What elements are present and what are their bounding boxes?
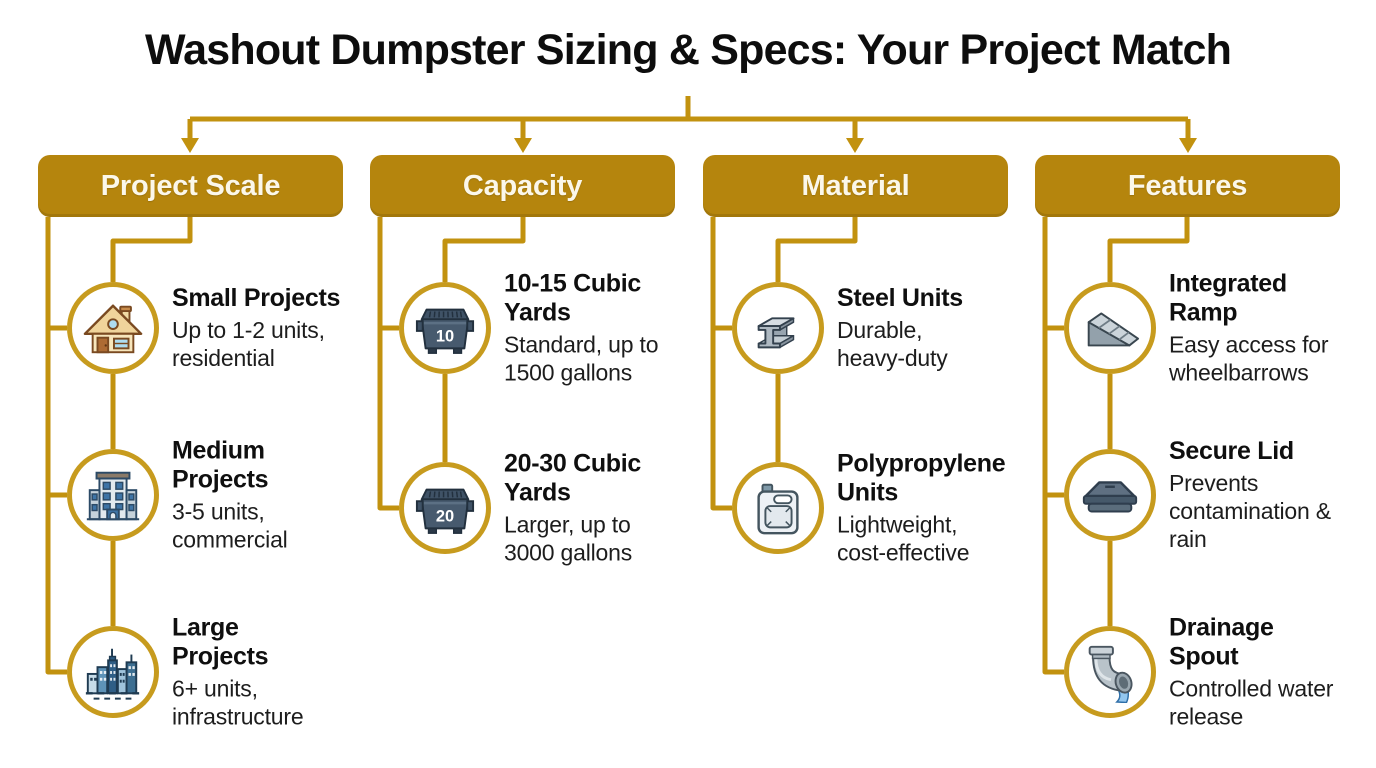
item-icon-circle: 20 <box>399 462 491 554</box>
top-tree-connector <box>187 96 1191 140</box>
list-item: Steel Units Durable, heavy-duty <box>837 284 1039 372</box>
item-title: Polypropylene Units <box>837 449 1006 507</box>
list-item: 20-30 Cubic Yards Larger, up to 3000 gal… <box>504 450 706 567</box>
col4-connector <box>1042 217 1190 675</box>
list-item: Small Projects Up to 1-2 units, resident… <box>172 284 374 372</box>
item-icon-circle <box>67 282 159 374</box>
category-label: Features <box>1127 169 1248 202</box>
jerry-can-icon <box>757 483 799 535</box>
item-title: Small Projects <box>172 284 341 312</box>
list-item: Drainage Spout Controlled water release <box>1169 614 1371 731</box>
item-desc: Controlled water release <box>1169 675 1334 730</box>
item-desc: Larger, up to 3000 gallons <box>504 511 633 566</box>
dumpster-size-label: 20 <box>436 508 454 526</box>
category-header-features: Features <box>1035 155 1340 217</box>
drainage-spout-icon <box>1088 645 1133 703</box>
arrow-down-icon <box>1179 138 1197 153</box>
category-label: Material <box>801 169 910 202</box>
list-item: Large Projects 6+ units, infrastructure <box>172 614 374 731</box>
category-header-material: Material <box>703 155 1008 217</box>
item-title: Steel Units <box>837 284 963 312</box>
col2-connector <box>377 217 526 511</box>
col3-connector <box>710 217 858 511</box>
item-desc: 6+ units, infrastructure <box>172 675 304 730</box>
item-icon-circle: 10 <box>399 282 491 374</box>
category-label: Project Scale <box>100 169 281 202</box>
item-desc: Standard, up to 1500 gallons <box>504 331 659 386</box>
arrow-down-icon <box>846 138 864 153</box>
city-skyline-icon <box>85 648 141 700</box>
dumpster-10-icon: 10 <box>415 308 475 354</box>
page-title: Washout Dumpster Sizing & Specs: Your Pr… <box>144 26 1232 74</box>
item-desc: Lightweight, cost-effective <box>837 511 970 566</box>
item-icon-circle <box>67 449 159 541</box>
item-title: Secure Lid <box>1169 437 1294 465</box>
lid-icon <box>1082 481 1138 513</box>
arrow-down-icon <box>181 138 199 153</box>
list-item: Integrated Ramp Easy access for wheelbar… <box>1169 270 1371 387</box>
item-title: Medium Projects <box>172 436 269 494</box>
item-desc: Easy access for wheelbarrows <box>1169 331 1329 386</box>
item-icon-circle <box>1064 449 1156 541</box>
item-desc: Up to 1-2 units, residential <box>172 317 325 371</box>
item-title: Drainage Spout <box>1169 613 1274 671</box>
list-item: 10-15 Cubic Yards Standard, up to 1500 g… <box>504 270 706 387</box>
list-item: Secure Lid Prevents contamination & rain <box>1169 437 1371 553</box>
item-title: 20-30 Cubic Yards <box>504 449 642 507</box>
item-desc: Prevents contamination & rain <box>1169 470 1331 552</box>
item-icon-circle <box>732 282 824 374</box>
category-header-capacity: Capacity <box>370 155 675 217</box>
item-icon-circle <box>67 626 159 718</box>
item-icon-circle <box>732 462 824 554</box>
item-title: Integrated Ramp <box>1169 269 1287 327</box>
item-title: 10-15 Cubic Yards <box>504 269 642 327</box>
steel-beam-icon <box>757 317 795 349</box>
arrow-down-icon <box>514 138 532 153</box>
col1-connector <box>45 217 193 675</box>
office-building-icon <box>86 471 140 521</box>
item-title: Large Projects <box>172 613 269 671</box>
item-desc: Durable, heavy-duty <box>837 317 948 371</box>
list-item: Polypropylene Units Lightweight, cost-ef… <box>837 450 1039 567</box>
category-header-project-scale: Project Scale <box>38 155 343 217</box>
list-item: Medium Projects 3-5 units, commercial <box>172 437 374 554</box>
dumpster-size-label: 10 <box>436 328 454 346</box>
house-icon <box>83 304 143 354</box>
dumpster-20-icon: 20 <box>415 488 475 534</box>
ramp-icon <box>1087 312 1140 347</box>
item-icon-circle <box>1064 626 1156 718</box>
item-desc: 3-5 units, commercial <box>172 498 288 553</box>
category-label: Capacity <box>462 169 583 202</box>
item-icon-circle <box>1064 282 1156 374</box>
